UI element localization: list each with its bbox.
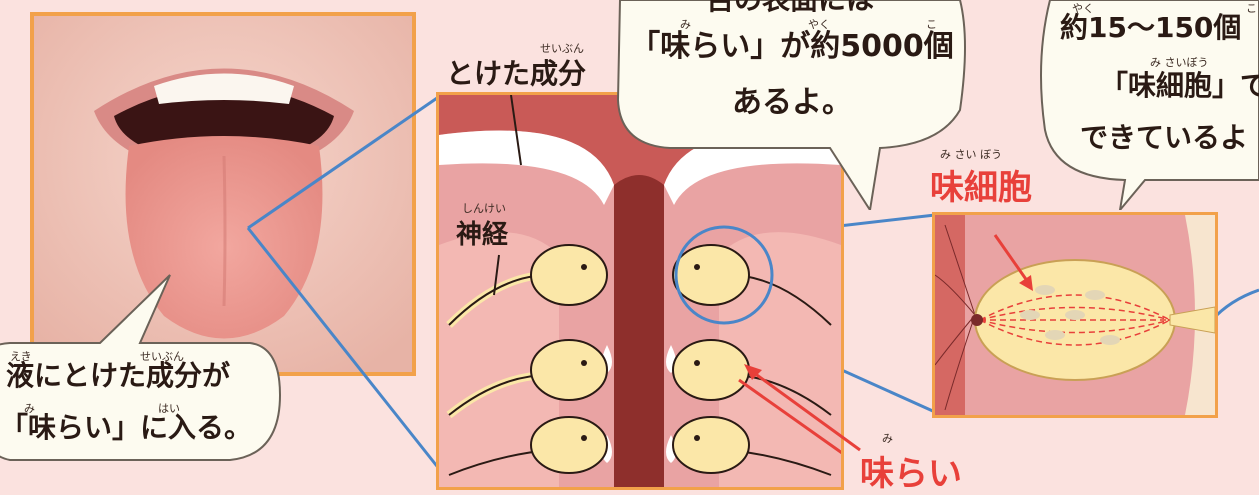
tongue-photo	[34, 16, 412, 372]
top-bubble-line1: 舌の表面には	[660, 0, 920, 14]
right-bubble-line3: できているよ	[1080, 121, 1249, 154]
ruby-seibun-label: せいぶん	[540, 42, 584, 55]
ruby-misaibou-label: み さい ぼう	[940, 148, 1002, 161]
tongue-caption-line1: 液にとけた成分が	[6, 359, 231, 392]
tongue-photo-frame	[30, 12, 416, 376]
top-bubble-line3: あるよ。	[732, 85, 852, 120]
label-misaibou: 味細胞	[930, 168, 1032, 208]
cross-section-frame	[436, 92, 844, 490]
right-ruby-yaku: やく	[1072, 2, 1094, 15]
top-bubble-line2: 「味らい」が約5000個	[630, 29, 954, 64]
ruby-mirai: み	[882, 432, 893, 445]
ruby-shinkei: しんけい	[462, 202, 506, 215]
right-ruby-ko: こ	[1246, 2, 1257, 15]
top-ruby-yaku: やく	[808, 18, 830, 31]
taste-bud-closeup	[935, 215, 1215, 415]
ruby-mi-left: み	[24, 402, 35, 415]
right-speech-bubble	[1040, 0, 1259, 210]
right-bubble-line1: 約15～150個	[1060, 11, 1242, 44]
ruby-eki: えき	[10, 350, 32, 363]
mirai-arrow	[744, 364, 861, 452]
label-mirai: 味らい	[860, 454, 962, 494]
tongue-caption-bubble	[0, 274, 282, 461]
ruby-seibun: せいぶん	[140, 350, 184, 363]
label-toketa-seibun: とけた成分	[446, 57, 587, 90]
ruby-hai: はい	[158, 402, 180, 415]
cross-section-illustration	[439, 95, 841, 487]
top-ruby-mi: み	[680, 18, 691, 31]
right-ruby-misaibou: み さいぼう	[1150, 56, 1209, 69]
tongue-caption-line2: 「味らい」に入る。	[0, 411, 253, 444]
label-shinkei: 神経	[456, 220, 509, 250]
top-speech-bubble	[616, 0, 966, 210]
top-ruby-ko: こ	[926, 18, 937, 31]
taste-bud-closeup-frame	[932, 212, 1218, 418]
right-bubble-line2: 「味細胞」で	[1100, 69, 1259, 102]
